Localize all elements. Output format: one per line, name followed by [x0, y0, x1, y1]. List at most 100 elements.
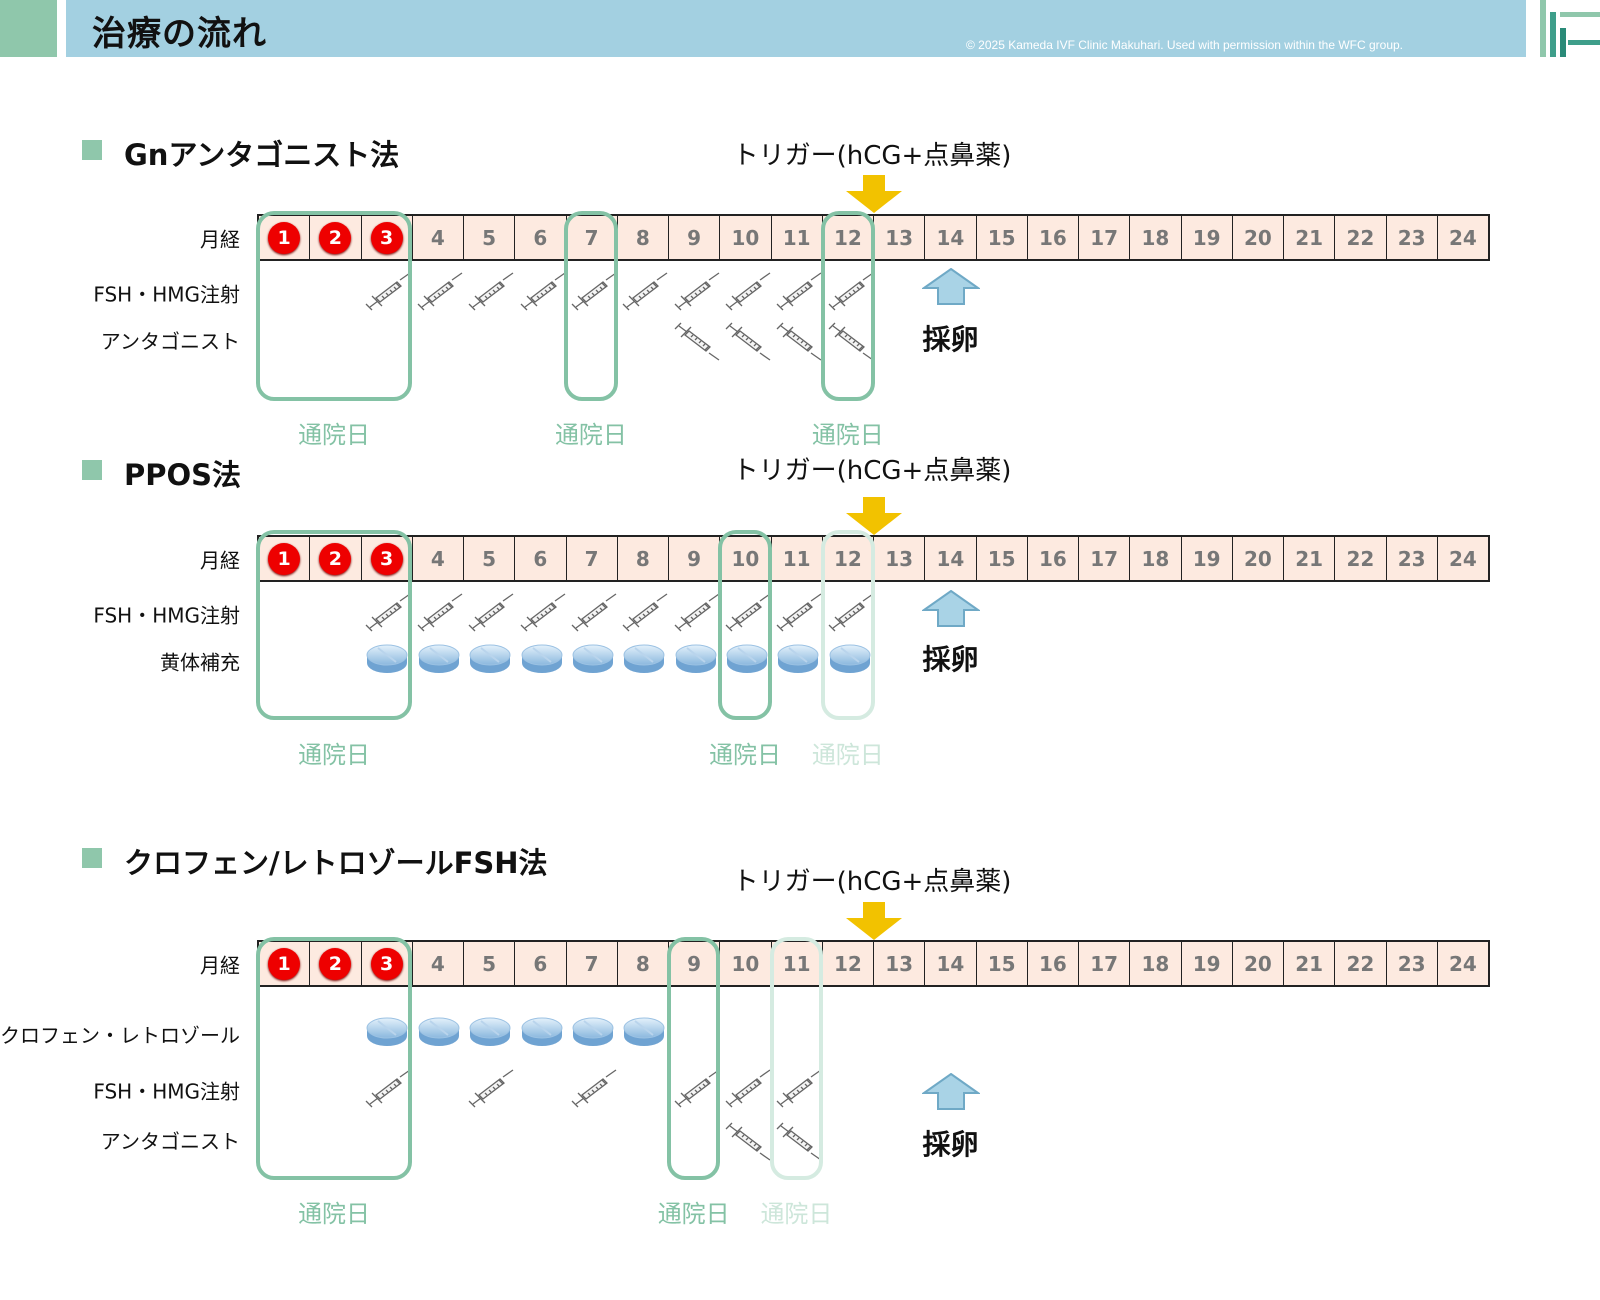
copyright-notice: © 2025 Kameda IVF Clinic Makuhari. Used … [966, 38, 1404, 52]
medication-row-label: 黄体補充 [160, 650, 240, 675]
pill-icon [416, 1014, 462, 1054]
header-bar [66, 0, 1526, 57]
logo-icon [1540, 0, 1600, 57]
visit-day-label: 通院日 [811, 421, 884, 449]
pill-icon [827, 641, 873, 681]
day-cell: 8 [618, 537, 669, 580]
day-cell: 6 [515, 216, 567, 259]
medication-row-label: FSH・HMG注射 [93, 1079, 240, 1104]
day-cell: 24 [1448, 546, 1477, 571]
day-cell: 21 [1284, 537, 1336, 580]
day-cell: 6 [515, 537, 567, 580]
day-cell: 18 [1130, 216, 1182, 259]
medication-row-label: クロフェン・レトロゾール [0, 1023, 240, 1048]
visit-day-highlight [564, 211, 618, 401]
day-cell: 19 [1182, 537, 1233, 580]
visit-day-highlight [769, 937, 824, 1180]
grid-row-label: 月経 [200, 548, 240, 573]
trigger-down-arrow-icon [845, 497, 902, 539]
syringe-icon [568, 1068, 618, 1112]
day-cell: 22 [1335, 942, 1387, 985]
pill-icon [519, 1014, 565, 1054]
day-cell: 5 [464, 942, 516, 985]
pill-icon [570, 1014, 616, 1054]
day-cell: 11 [772, 216, 823, 259]
syringe-icon [671, 318, 721, 362]
day-cell: 18 [1130, 942, 1182, 985]
day-cell: 6 [515, 942, 567, 985]
trigger-label: トリガー(hCG+点鼻薬) [732, 867, 1012, 897]
pill-icon [416, 641, 462, 681]
visit-day-label: 通院日 [709, 741, 782, 769]
day-cell: 14 [925, 216, 977, 259]
syringe-icon [773, 1118, 823, 1162]
day-cell: 17 [1079, 216, 1131, 259]
day-cell: 24 [1448, 225, 1477, 250]
day-cell: 19 [1182, 942, 1233, 985]
day-cell: 10 [720, 942, 772, 985]
day-cell: 13 [874, 537, 926, 580]
day-cell: 3 [362, 537, 413, 580]
syringe-icon [722, 1068, 772, 1112]
day-cell: 4 [413, 942, 464, 985]
syringe-icon [671, 271, 721, 315]
pill-icon [775, 641, 821, 681]
day-cell: 15 [977, 216, 1028, 259]
day-cell: 16 [1028, 942, 1079, 985]
syringe-icon [362, 271, 412, 315]
visit-day-highlight [821, 211, 875, 401]
syringe-icon [773, 271, 823, 315]
day-cell: 13 [874, 942, 926, 985]
menses-day-badge: 2 [319, 542, 352, 575]
visit-day-highlight [667, 937, 721, 1180]
trigger-down-arrow-icon [845, 902, 902, 944]
trigger-label: トリガー(hCG+点鼻薬) [732, 456, 1012, 486]
egg-retrieval-label: 採卵 [922, 1128, 979, 1161]
day-cell: 8 [618, 216, 669, 259]
syringe-icon [825, 592, 875, 636]
day-cell: 15 [977, 942, 1028, 985]
visit-day-highlight [821, 530, 875, 720]
trigger-label: トリガー(hCG+点鼻薬) [732, 141, 1012, 171]
day-cell: 8 [618, 942, 669, 985]
pill-icon [570, 641, 616, 681]
syringe-icon [414, 592, 464, 636]
day-cell: 10 [720, 216, 772, 259]
day-cell: 9 [669, 537, 721, 580]
visit-day-highlight [256, 211, 413, 401]
syringe-icon [619, 271, 669, 315]
day-cell: 18 [1130, 537, 1182, 580]
medication-row-label: アンタゴニスト [100, 1129, 240, 1154]
visit-day-highlight [256, 530, 413, 720]
menses-day-badge: 2 [319, 221, 352, 254]
syringe-icon [362, 592, 412, 636]
day-cell: 20 [1233, 216, 1284, 259]
day-cell: 17 [1079, 537, 1131, 580]
syringe-icon [517, 592, 567, 636]
syringe-icon [465, 1068, 515, 1112]
grid-row-label: 月経 [200, 227, 240, 252]
pill-icon [364, 1014, 410, 1054]
egg-retrieval-label: 採卵 [922, 643, 979, 676]
day-cell: 14 [925, 942, 977, 985]
visit-day-label: 通院日 [811, 741, 884, 769]
syringe-icon [568, 271, 618, 315]
day-cell: 21 [1284, 942, 1336, 985]
visit-day-label: 通院日 [760, 1200, 833, 1228]
syringe-icon [465, 592, 515, 636]
day-cell: 2 [310, 216, 362, 259]
syringe-icon [568, 592, 618, 636]
syringe-icon [773, 318, 823, 362]
syringe-icon [465, 271, 515, 315]
day-cell: 11 [772, 537, 823, 580]
day-cell: 5 [464, 216, 516, 259]
section-title: Gnアンタゴニスト法 [124, 138, 400, 172]
day-cell: 9 [669, 216, 721, 259]
pill-icon [519, 641, 565, 681]
syringe-icon [517, 271, 567, 315]
trigger-down-arrow-icon [845, 175, 902, 217]
medication-row-label: FSH・HMG注射 [93, 603, 240, 628]
pill-icon [467, 641, 513, 681]
menses-day-badge: 2 [319, 947, 352, 980]
